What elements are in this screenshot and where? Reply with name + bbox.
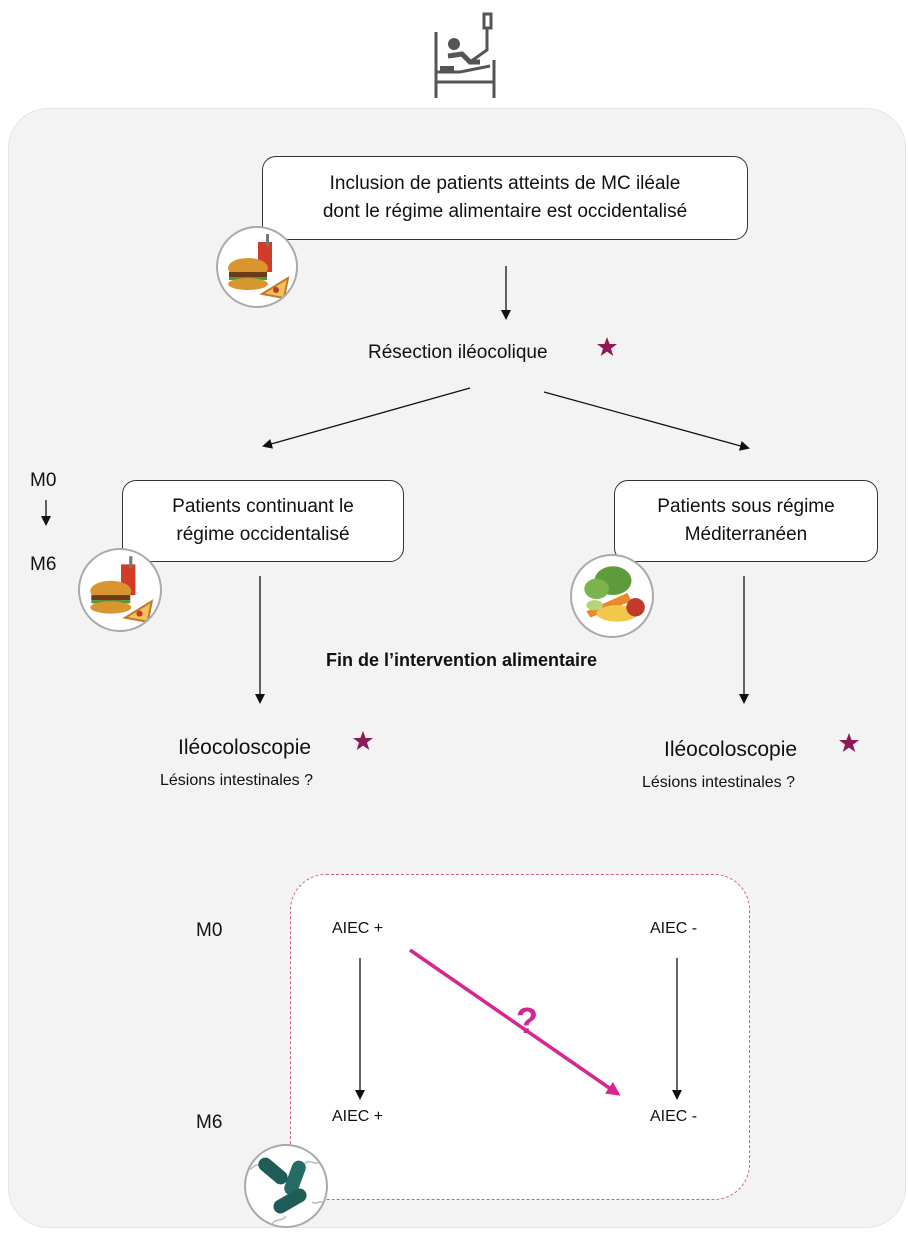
inclusion-box: Inclusion de patients atteints de MC ilé… [262,156,748,240]
resection-text: Résection iléocolique [368,342,548,363]
timeline-m6: M6 [30,554,57,575]
inclusion-line1: Inclusion de patients atteints de MC ilé… [329,173,681,194]
outcome-left-title: Iléocoloscopie [178,736,312,759]
arm-left-line2: régime occidentalisé [176,524,350,545]
fast-food-icon [78,548,162,632]
star-icon [597,337,617,356]
star-icon [353,731,373,750]
aiec-neg-m6: AIEC - [650,1108,698,1125]
outcome-right-title: Iléocoloscopie [664,738,798,761]
fin-intervention-label: Fin de l’intervention alimentaire [326,650,598,670]
aiec-neg-m0: AIEC - [650,920,698,937]
fast-food-icon [216,226,298,308]
aiec-m0-label: M0 [196,920,223,941]
aiec-box [290,874,750,1200]
aiec-question: ? [516,1000,538,1041]
outcome-left-subtitle: Lésions intestinales ? [160,772,313,789]
arrow-resection-to-right [543,391,750,451]
hospital-bed-icon [434,12,496,98]
arm-right-line2: Méditerranéen [684,524,808,545]
star-icon [839,733,859,752]
aiec-pos-m6: AIEC + [332,1108,384,1125]
arm-right-box: Patients sous régime Méditerranéen [614,480,878,562]
aiec-m6-label: M6 [196,1112,223,1133]
timeline-m0: M0 [30,470,57,491]
bacteria-icon [244,1144,328,1228]
arm-left-line1: Patients continuant le [172,496,354,517]
arrow-aiec-question [409,948,621,1096]
arm-right-line1: Patients sous régime [657,496,835,517]
outcome-right-subtitle: Lésions intestinales ? [642,774,795,791]
vegetables-icon [570,554,654,638]
arrow-resection-to-left [262,387,471,449]
resection-label: Résection iléocolique [368,342,548,364]
inclusion-line2: dont le régime alimentaire est occidenta… [322,201,688,222]
arm-left-box: Patients continuant le régime occidental… [122,480,404,562]
aiec-pos-m0: AIEC + [332,920,384,937]
